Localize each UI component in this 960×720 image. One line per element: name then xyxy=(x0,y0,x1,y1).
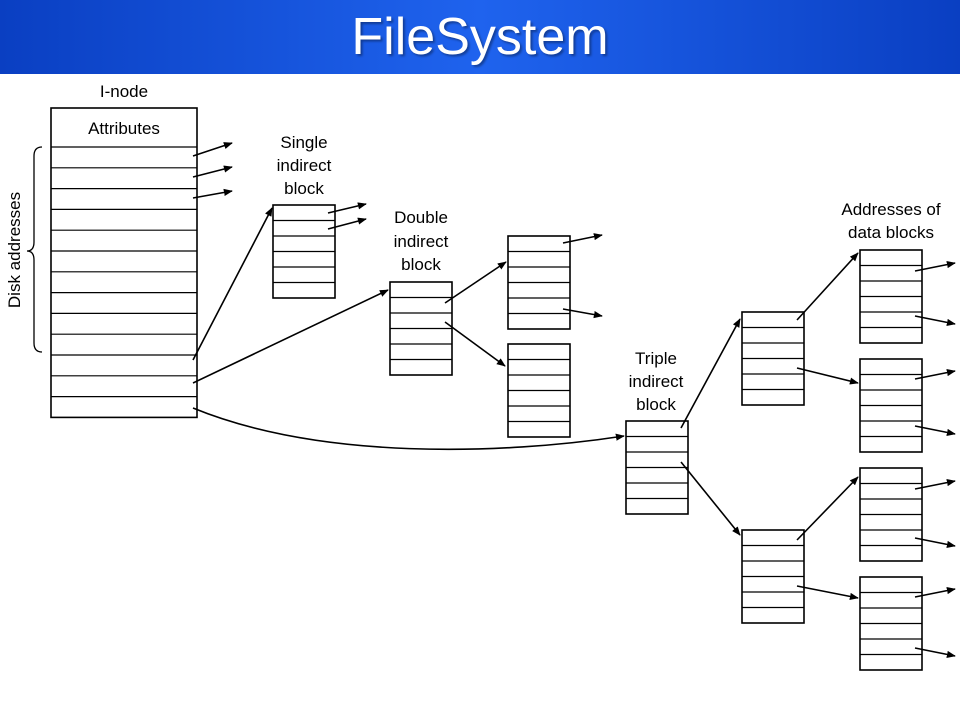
double-indirect-label-line3: block xyxy=(401,255,441,274)
data-block-pointer-arrow xyxy=(914,425,956,436)
double-indirect-block xyxy=(389,281,453,376)
data-block-pointer-arrow xyxy=(914,315,956,326)
data-blocks-label-line1: Addresses of xyxy=(841,200,940,219)
data-blocks-label-line2: data blocks xyxy=(848,223,934,242)
single-indirect-pointer-arrow xyxy=(192,207,273,361)
slide-title: FileSystem xyxy=(351,8,609,66)
triple-to-l2-bottom-arrow xyxy=(680,461,741,536)
double-l2-data-arrow xyxy=(562,233,603,244)
triple-l2-block-top xyxy=(741,311,805,406)
triple-l2-to-data-4-arrow xyxy=(796,585,859,600)
triple-l2-to-data-2-arrow xyxy=(796,367,859,385)
double-l2-block-bottom xyxy=(507,343,571,438)
single-indirect-label-line1: Single xyxy=(280,133,327,152)
attributes-label: Attributes xyxy=(88,119,160,138)
double-indirect-pointer-arrow xyxy=(192,289,389,384)
single-indirect-data-arrow xyxy=(327,202,367,214)
double-l2-data-arrow xyxy=(562,308,603,319)
double-indirect-label-line1: Double xyxy=(394,208,448,227)
data-block-pointer-arrow xyxy=(914,369,956,380)
triple-indirect-pointer-arrow xyxy=(192,407,625,451)
single-indirect-block xyxy=(272,204,336,299)
blocks-layer xyxy=(50,107,923,671)
disk-addresses-label: Disk addresses xyxy=(5,192,24,308)
triple-l2-block-bottom xyxy=(741,529,805,624)
triple-l2-to-data-1-arrow xyxy=(796,252,859,321)
disk-addresses-brace xyxy=(26,146,43,353)
data-block-3 xyxy=(859,467,923,562)
double-to-l2-top-arrow xyxy=(444,261,507,304)
data-block-pointer-arrow xyxy=(914,479,956,490)
inode-outline xyxy=(50,107,198,419)
triple-l2-to-data-3-arrow xyxy=(796,476,859,541)
direct-pointer-arrow xyxy=(192,188,233,199)
data-block-pointer-arrow xyxy=(914,537,956,548)
data-block-pointer-arrow xyxy=(914,587,956,598)
data-block-pointer-arrow xyxy=(914,647,956,658)
inode-label: I-node xyxy=(100,82,148,101)
triple-indirect-label-line3: block xyxy=(636,395,676,414)
inode-block xyxy=(50,107,198,419)
single-indirect-label-line2: indirect xyxy=(277,156,332,175)
direct-pointer-arrow xyxy=(192,165,233,178)
data-block-1 xyxy=(859,249,923,344)
triple-indirect-block xyxy=(625,420,689,515)
double-to-l2-bottom-arrow xyxy=(444,321,506,367)
triple-indirect-label-line2: indirect xyxy=(629,372,684,391)
triple-indirect-label-line1: Triple xyxy=(635,349,677,368)
data-block-2 xyxy=(859,358,923,453)
double-l2-block-top xyxy=(507,235,571,330)
data-block-pointer-arrow xyxy=(914,261,956,272)
data-block-4 xyxy=(859,576,923,671)
single-indirect-label-line3: block xyxy=(284,179,324,198)
title-bar xyxy=(0,0,960,74)
direct-pointer-arrow xyxy=(192,142,233,157)
single-indirect-data-arrow xyxy=(327,217,367,230)
arrows-layer xyxy=(192,142,956,658)
triple-to-l2-top-arrow xyxy=(680,318,741,429)
double-indirect-label-line2: indirect xyxy=(394,232,449,251)
